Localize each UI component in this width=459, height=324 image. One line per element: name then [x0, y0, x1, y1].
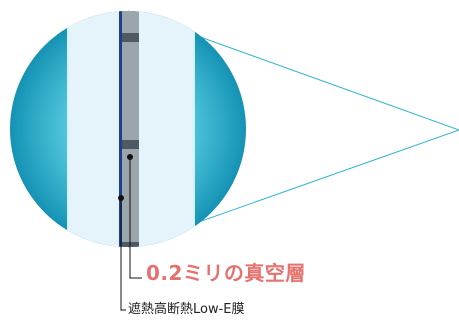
low-e-film-label: 遮熱高断熱Low-E膜 — [128, 302, 245, 317]
right-glass-pane — [139, 11, 194, 247]
low-e-film-line — [119, 11, 122, 247]
left-glass-pane — [68, 11, 120, 247]
low-e-film-leader — [120, 198, 126, 311]
spacer-2 — [122, 140, 139, 149]
vacuum-layer-label: 0.2ミリの真空層 — [146, 261, 306, 285]
spacer-1 — [122, 33, 139, 42]
vacuum-gap — [122, 11, 139, 247]
vacuum-layer-leader — [129, 157, 142, 279]
